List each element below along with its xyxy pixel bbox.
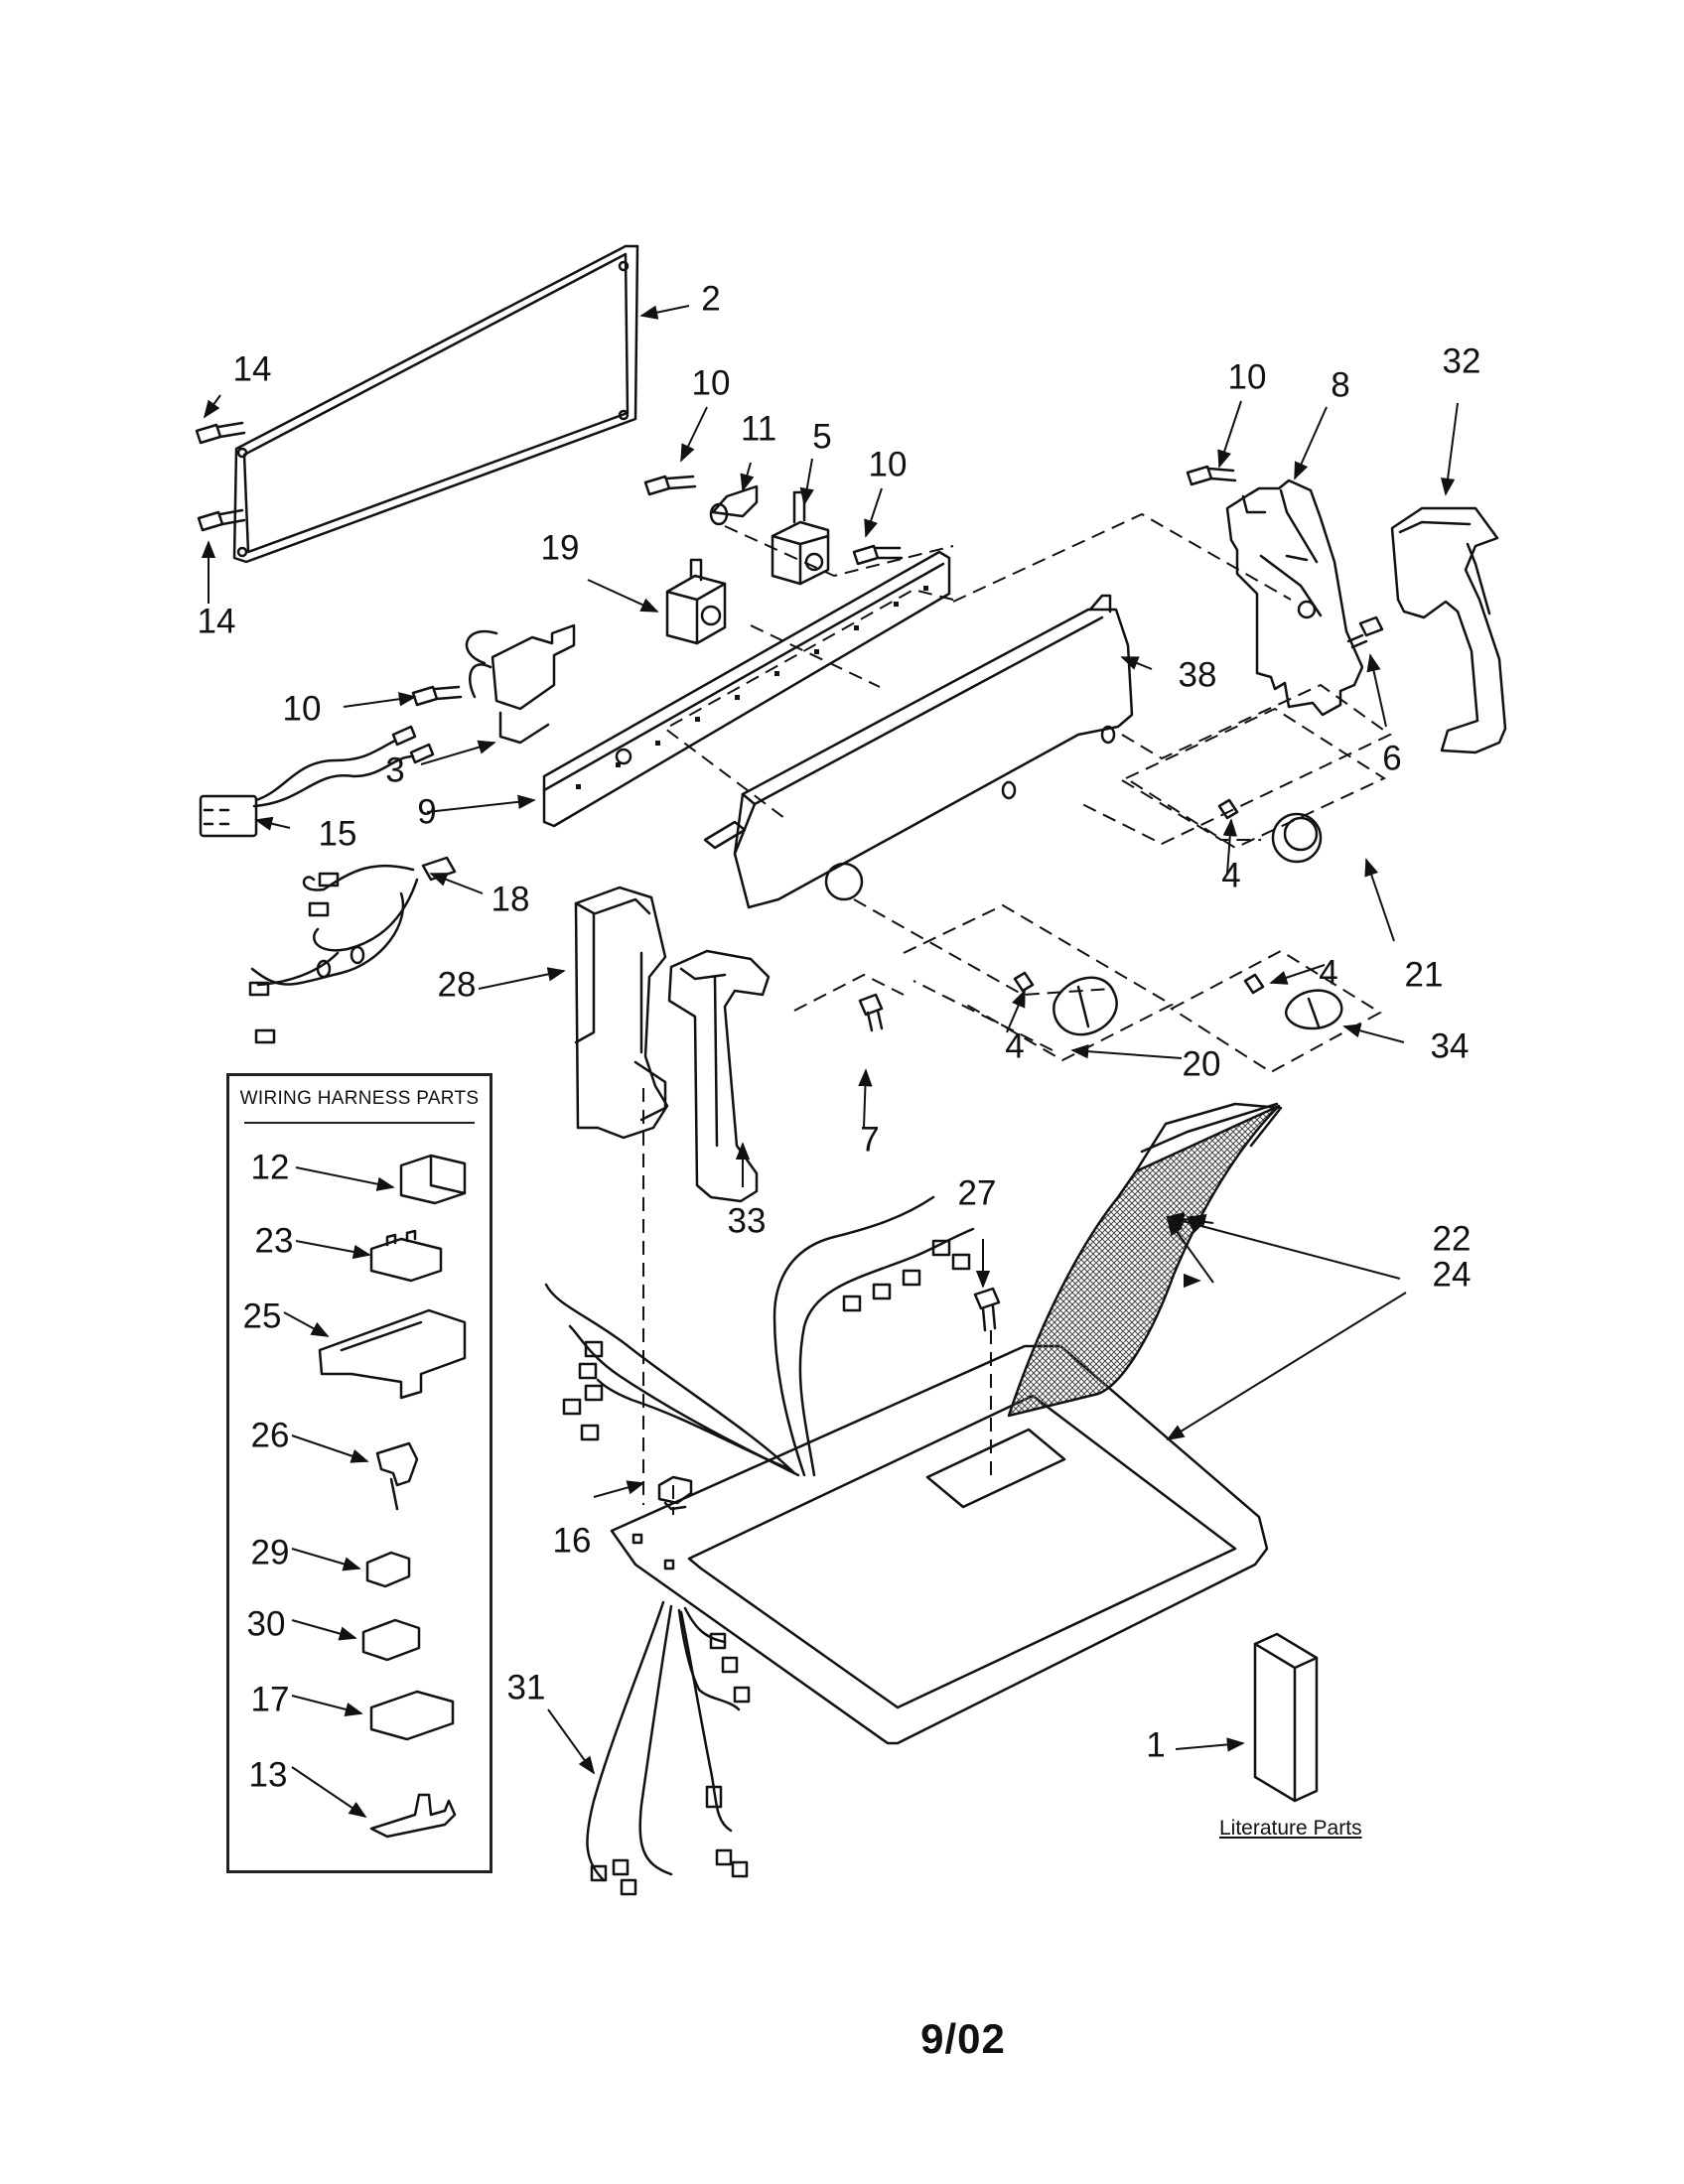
- screw-icon: [860, 995, 882, 1030]
- callout-3: 3: [385, 751, 405, 790]
- top-wire-harness: [546, 1197, 973, 1475]
- clip-part: [711, 486, 757, 524]
- plug-part: [659, 1477, 691, 1509]
- right-trim-part: [1392, 508, 1505, 752]
- callout-12: 12: [250, 1148, 290, 1187]
- screw-icon: [1348, 617, 1382, 647]
- callout-4: 4: [1319, 953, 1338, 993]
- screw-icon: [645, 477, 695, 494]
- callout-29: 29: [250, 1533, 290, 1572]
- callout-31: 31: [506, 1668, 546, 1707]
- timer-part: [467, 625, 574, 743]
- screw-icon: [854, 546, 902, 564]
- callout-27: 27: [957, 1173, 997, 1213]
- knob-clip-part: [1015, 800, 1263, 993]
- callout-7: 7: [860, 1120, 880, 1160]
- callout-33: 33: [727, 1201, 767, 1241]
- callout-28: 28: [437, 965, 477, 1005]
- callout-25: 25: [242, 1297, 282, 1336]
- callout-13: 13: [248, 1755, 288, 1795]
- callout-10: 10: [691, 363, 731, 403]
- callout-11: 11: [740, 409, 777, 449]
- wiring-harness-parts-box: [226, 1073, 492, 1873]
- callout-26: 26: [250, 1416, 290, 1455]
- callout-20: 20: [1182, 1044, 1221, 1084]
- connector-harness-part: [201, 727, 433, 836]
- knob-part: [1053, 814, 1341, 1034]
- screw-icon: [1188, 467, 1235, 484]
- right-endcap-part: [1227, 480, 1362, 715]
- callout-21: 21: [1404, 955, 1444, 995]
- callout-8: 8: [1331, 365, 1350, 405]
- callout-32: 32: [1442, 341, 1481, 381]
- harness-parts-icons: [320, 1156, 465, 1837]
- callout-15: 15: [318, 814, 357, 854]
- lint-filter-part: [1009, 1104, 1281, 1416]
- callout-19: 19: [540, 528, 580, 568]
- control-bracket-part: [544, 552, 949, 826]
- callout-2: 2: [701, 279, 721, 319]
- callout-30: 30: [246, 1604, 286, 1644]
- callout-38: 38: [1178, 655, 1217, 695]
- left-trim-part: [669, 951, 769, 1201]
- left-endcap-part: [576, 887, 667, 1138]
- callout-22: 22: [1432, 1219, 1472, 1259]
- console-part: [705, 596, 1132, 907]
- literature-booklet-part: [1255, 1634, 1317, 1801]
- callout-24: 24: [1432, 1255, 1472, 1295]
- lower-wire-harness-part: [587, 1602, 749, 1894]
- callout-10: 10: [282, 689, 322, 729]
- callout-1: 1: [1146, 1725, 1166, 1765]
- callout-4: 4: [1221, 856, 1241, 895]
- switch-part: [667, 560, 725, 643]
- callout-16: 16: [552, 1521, 592, 1561]
- callout-9: 9: [417, 792, 437, 832]
- rear-panel-part: [234, 246, 637, 562]
- literature-parts-caption: Literature Parts: [1219, 1817, 1362, 1840]
- callout-34: 34: [1430, 1026, 1470, 1066]
- callout-10: 10: [1227, 357, 1267, 397]
- callout-17: 17: [250, 1680, 290, 1719]
- callout-5: 5: [812, 417, 832, 457]
- date-code: 9/02: [920, 2015, 1006, 2062]
- callout-14: 14: [197, 602, 236, 641]
- callout-10: 10: [868, 445, 908, 484]
- callout-18: 18: [491, 880, 530, 919]
- harness-box-divider: [244, 1122, 475, 1124]
- callout-14: 14: [232, 349, 272, 389]
- screw-icon: [413, 687, 461, 705]
- screw-icon: [197, 423, 244, 530]
- harness-box-title: WIRING HARNESS PARTS: [239, 1088, 480, 1109]
- callout-23: 23: [254, 1221, 294, 1261]
- switch-part: [772, 492, 828, 584]
- wire-harness-part: [250, 858, 455, 1042]
- screw-icon: [975, 1289, 999, 1330]
- callout-6: 6: [1382, 739, 1402, 778]
- callout-4: 4: [1005, 1026, 1025, 1066]
